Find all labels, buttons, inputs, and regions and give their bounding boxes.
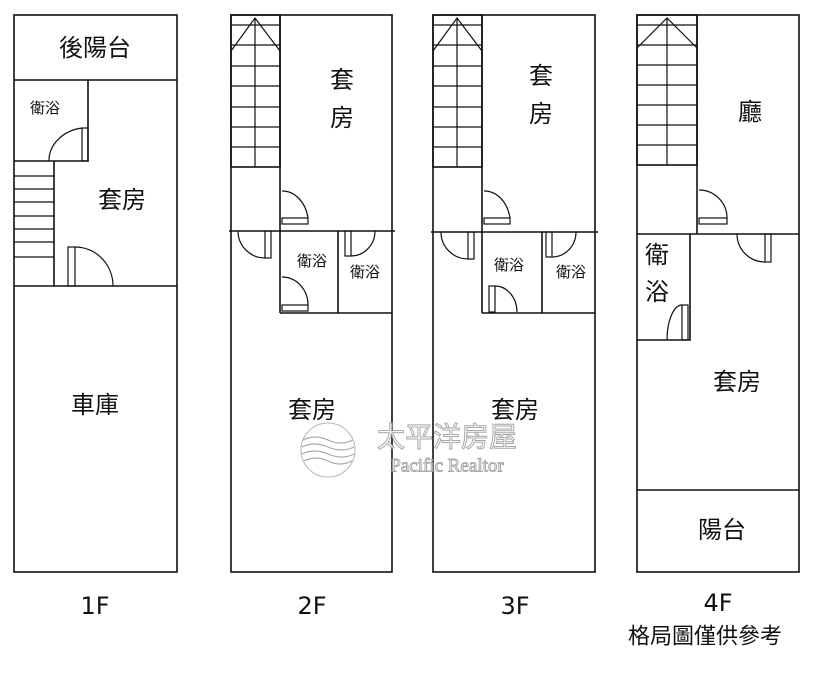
room-suite: 套房 <box>288 396 336 424</box>
room-suite-upper: 房 <box>330 104 354 132</box>
door-icon <box>483 190 511 225</box>
disclaimer-note: 格局圖僅供參考 <box>628 625 782 650</box>
floor-3f: 套 房 衛浴 衛浴 套房 3F <box>431 14 598 620</box>
door-icon <box>237 230 272 259</box>
floor-label-1f: 1F <box>80 592 109 620</box>
floor-2f: 套 房 衛浴 衛浴 套房 2F <box>229 14 395 620</box>
door-icon <box>488 285 518 313</box>
door-icon <box>666 304 689 341</box>
room-bath-1: 衛浴 <box>297 252 327 270</box>
watermark-name-en: Pacific Realtor <box>390 456 504 477</box>
door-icon <box>281 190 309 225</box>
stairs-2f <box>230 14 281 168</box>
room-balcony: 陽台 <box>698 516 746 544</box>
floor-4f: 廳 衛 浴 套房 陽台 4F <box>636 14 800 617</box>
door-icon <box>67 246 114 287</box>
door-icon <box>344 230 376 257</box>
room-suite: 套房 <box>713 368 761 396</box>
watermark-logo: 太平洋房屋 Pacific Realtor <box>300 420 518 478</box>
room-suite-upper: 套 <box>330 66 354 94</box>
room-suite-upper: 房 <box>529 100 553 128</box>
room-suite-upper: 套 <box>529 62 553 90</box>
room-bath: 衛浴 <box>30 99 60 117</box>
room-hall: 廳 <box>738 98 762 126</box>
room-garage: 車庫 <box>71 391 119 419</box>
floor-label-4f: 4F <box>703 589 732 617</box>
door-icon <box>736 233 772 263</box>
door-icon <box>281 276 309 312</box>
door-icon <box>440 231 475 260</box>
room-bath-1: 衛浴 <box>494 256 524 274</box>
stairs-4f <box>636 14 698 166</box>
stairs-1f <box>14 175 54 258</box>
room-bath: 衛 <box>645 241 669 269</box>
floor-label-3f: 3F <box>500 592 529 620</box>
wave-logo-icon <box>300 422 356 478</box>
stairs-3f <box>432 14 483 168</box>
room-bath: 浴 <box>645 278 669 306</box>
room-suite: 套房 <box>98 186 146 214</box>
door-icon <box>545 231 577 258</box>
door-icon <box>48 127 89 162</box>
room-bath-2: 衛浴 <box>556 263 586 281</box>
watermark-name-zh: 太平洋房屋 <box>377 421 517 454</box>
room-suite: 套房 <box>491 396 539 424</box>
floor-label-2f: 2F <box>297 592 326 620</box>
door-icon <box>698 189 728 225</box>
room-back-balcony: 後陽台 <box>59 34 131 62</box>
room-bath-2: 衛浴 <box>350 263 380 281</box>
floor-1f: 後陽台 衛浴 套房 車庫 1F <box>13 14 178 620</box>
